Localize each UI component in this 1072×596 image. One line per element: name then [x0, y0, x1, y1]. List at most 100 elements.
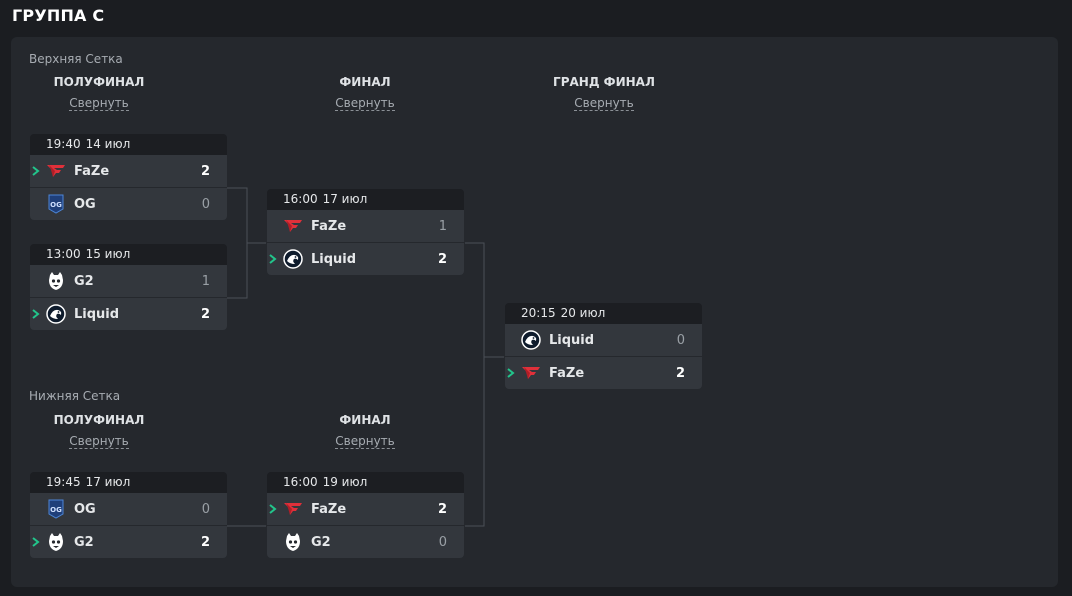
column-title: ФИНАЛ [339, 75, 391, 89]
match-date: 15 июл [85, 247, 131, 261]
lower-col-final: ФИНАЛ Свернуть [285, 412, 445, 449]
team-score: 0 [201, 196, 210, 212]
team-score: 2 [675, 365, 685, 381]
page-title: ГРУППА С [12, 6, 105, 25]
match-datetime: 19:40 14 июл [30, 134, 227, 155]
svg-text:OG: OG [50, 201, 62, 209]
og-logo-icon: OG [46, 499, 66, 519]
faze-logo-icon [521, 363, 541, 383]
team-score: 1 [438, 218, 447, 234]
team-name: Liquid [549, 332, 595, 348]
team-row[interactable]: G2 2 [30, 526, 227, 558]
faze-logo-icon [283, 216, 303, 236]
team-name: OG [74, 196, 96, 212]
team-row[interactable]: FaZe 1 [267, 210, 464, 242]
liquid-logo-icon [521, 330, 541, 350]
team-row[interactable]: FaZe 2 [267, 493, 464, 525]
team-score: 0 [201, 501, 210, 517]
g2-logo-icon [46, 532, 66, 552]
team-name: OG [74, 501, 96, 517]
column-title: ФИНАЛ [339, 413, 391, 427]
collapse-link[interactable]: Свернуть [69, 96, 129, 111]
column-title: ПОЛУФИНАЛ [53, 413, 145, 427]
match-datetime: 20:15 20 июл [505, 303, 702, 324]
collapse-link[interactable]: Свернуть [574, 96, 634, 111]
team-row[interactable]: Liquid 0 [505, 324, 702, 356]
match-datetime: 13:00 15 июл [30, 244, 227, 265]
winner-chevron-icon [32, 537, 40, 547]
column-title: ПОЛУФИНАЛ [53, 75, 145, 89]
g2-logo-icon [283, 532, 303, 552]
upper-col-grand-final: ГРАНД ФИНАЛ Свернуть [524, 74, 684, 111]
team-score: 2 [200, 306, 210, 322]
winner-chevron-icon [269, 504, 277, 514]
liquid-logo-icon [283, 249, 303, 269]
connector-upper-semis [227, 187, 248, 299]
match-time: 19:40 [46, 137, 81, 151]
team-score: 2 [200, 534, 210, 550]
team-name: FaZe [549, 365, 585, 381]
lower-bracket-label: Нижняя Сетка [29, 389, 121, 403]
team-score: 2 [437, 501, 447, 517]
team-name: FaZe [311, 501, 347, 517]
team-row[interactable]: FaZe 2 [30, 155, 227, 187]
winner-chevron-icon [507, 368, 515, 378]
column-title: ГРАНД ФИНАЛ [553, 75, 655, 89]
liquid-logo-icon [46, 304, 66, 324]
svg-text:OG: OG [50, 506, 62, 514]
match-time: 16:00 [283, 192, 318, 206]
team-name: G2 [311, 534, 331, 550]
match-time: 19:45 [46, 475, 81, 489]
team-score: 2 [200, 163, 210, 179]
team-name: Liquid [311, 251, 357, 267]
lower-col-semifinal: ПОЛУФИНАЛ Свернуть [19, 412, 179, 449]
match-date: 19 июл [322, 475, 368, 489]
team-row[interactable]: Liquid 2 [267, 243, 464, 275]
match-datetime: 16:00 17 июл [267, 189, 464, 210]
g2-logo-icon [46, 271, 66, 291]
team-row[interactable]: OG OG 0 [30, 493, 227, 525]
collapse-link[interactable]: Свернуть [335, 96, 395, 111]
team-name: G2 [74, 534, 94, 550]
team-row[interactable]: OG OG 0 [30, 188, 227, 220]
team-score: 2 [437, 251, 447, 267]
team-score: 0 [676, 332, 685, 348]
team-score: 0 [438, 534, 447, 550]
winner-chevron-icon [269, 254, 277, 264]
match-date: 14 июл [85, 137, 131, 151]
match-time: 16:00 [283, 475, 318, 489]
match-date: 20 июл [560, 306, 606, 320]
match-date: 17 июл [85, 475, 131, 489]
faze-logo-icon [46, 161, 66, 181]
winner-chevron-icon [32, 166, 40, 176]
connector-to-grand-final [465, 242, 485, 527]
team-name: G2 [74, 273, 94, 289]
upper-col-semifinal: ПОЛУФИНАЛ Свернуть [19, 74, 179, 111]
match-datetime: 19:45 17 июл [30, 472, 227, 493]
winner-chevron-icon [32, 309, 40, 319]
faze-logo-icon [283, 499, 303, 519]
team-row[interactable]: FaZe 2 [505, 357, 702, 389]
upper-bracket-label: Верхняя Сетка [29, 52, 123, 66]
match-date: 17 июл [322, 192, 368, 206]
upper-col-final: ФИНАЛ Свернуть [285, 74, 445, 111]
collapse-link[interactable]: Свернуть [335, 434, 395, 449]
match-datetime: 16:00 19 июл [267, 472, 464, 493]
team-name: FaZe [74, 163, 110, 179]
team-name: Liquid [74, 306, 120, 322]
team-name: FaZe [311, 218, 347, 234]
match-time: 13:00 [46, 247, 81, 261]
collapse-link[interactable]: Свернуть [69, 434, 129, 449]
team-row[interactable]: G2 0 [267, 526, 464, 558]
team-row[interactable]: Liquid 2 [30, 298, 227, 330]
og-logo-icon: OG [46, 194, 66, 214]
match-time: 20:15 [521, 306, 556, 320]
